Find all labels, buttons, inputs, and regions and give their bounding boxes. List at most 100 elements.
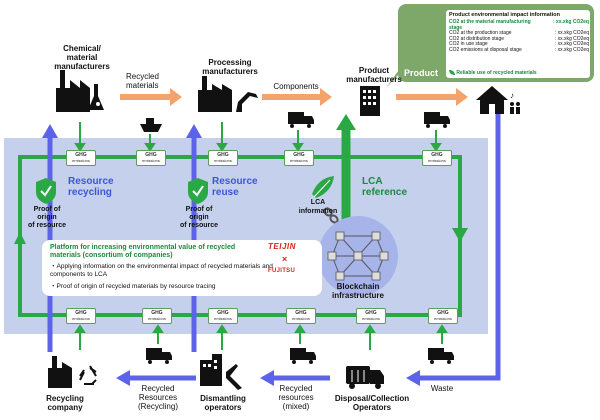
blockchain-icon [318,216,398,296]
ghg-title: GHG [217,152,229,158]
building-icon [360,86,380,116]
resource-reuse-label: Resource reuse [212,176,258,198]
ghg-subtitle: emissions [214,158,232,163]
platform-box [42,240,322,296]
product-info-row-value: : xx.xkg CO2eq [554,41,589,48]
fujitsu-logo: FUJITSU [268,268,296,274]
product-info-rows: CO2 at the material manufacturing stage:… [449,19,589,54]
recycle-icon [79,365,97,385]
truck-icon-bottom-3 [428,348,454,364]
dismantling-icon [200,354,242,390]
recycled-resources-recycling-label: Recycled Resources (Recycling) [137,384,178,411]
shield-icon-1 [36,178,56,204]
lca-reference-label: LCA reference [362,176,408,198]
truck-icon-bottom-1 [146,348,172,364]
orange-arrow-1 [120,88,182,106]
proof-of-origin-label-1: Proof of origin of resource [27,206,67,229]
product-info-row-value: : xx.xkg CO2eq [554,30,589,37]
garbage-truck-icon [346,366,384,389]
ghg-subtitle: emissions [142,158,160,163]
product-info-row-value: : xx.xkg CO2eq [552,19,589,25]
ghg-subtitle: emissions [72,316,90,321]
product-info-row-value: : xx.xkg CO2eq [554,46,589,53]
waste-label: Waste [430,384,454,393]
product-info-row-label: CO2 at the production stage [449,30,512,37]
product-box-pointer [386,60,412,88]
ghg-subtitle: emissions [434,316,452,321]
chemical-manufacturers-label: Chemical/ material manufacturers [54,44,110,71]
times-symbol: × [282,254,288,264]
chain-icon [323,207,339,224]
recycled-materials-label: Recycled materials [126,72,159,90]
svg-text:♪: ♪ [510,91,514,100]
ghg-title: GHG [75,310,87,316]
ghg-title: GHG [431,152,443,158]
ghg-subtitle: emissions [72,158,90,163]
reliable-use-label: Reliable use of recycled materials [449,70,537,76]
blue-return-right [420,110,501,381]
platform-bullet-1: ・Applying information on the environment… [50,263,273,278]
product-detail-card [446,10,590,78]
platform-background-panel [4,138,488,334]
recycling-factory-icon [48,356,72,388]
lca-information-label: LCA information [298,199,338,215]
truck-icon-bottom-2 [290,348,316,364]
leaf-icon [312,176,334,198]
platform-title: Platform for increasing environmental va… [50,244,236,259]
product-info-row-value: : xx.xkg CO2eq [554,35,589,42]
ghg-title: GHG [75,152,87,158]
product-manufacturers-label: Product manufacturers [346,66,402,84]
ghg-subtitle: emissions [292,316,310,321]
shield-icon-2 [188,178,208,204]
orange-arrow-3 [396,88,468,106]
recycling-company-label: Recycling company [46,394,84,412]
ghg-subtitle: emissions [362,316,380,321]
reliable-leaf-icon [449,70,455,76]
ghg-title: GHG [217,310,229,316]
ghg-subtitle: emissions [428,158,446,163]
green-loop-arrow-right [452,228,468,242]
product-info-row: CO2 at the material manufacturing stage:… [449,19,589,31]
proof-of-origin-label-2: Proof of origin of resource [179,206,219,229]
components-label: Components [273,82,319,91]
product-info-row-label: CO2 at the material manufacturing stage [449,19,531,31]
ghg-title: GHG [295,310,307,316]
dismantling-operators-label: Dismantling operators [200,394,246,412]
processing-factory-icon [198,76,258,112]
product-info-row: CO2 in use stage : xx.xkg CO2eq [449,42,589,48]
ghg-title: GHG [293,152,305,158]
green-loop-arrow-left [14,232,26,244]
product-info-row: CO2 at distribution stage : xx.xkg CO2eq [449,35,589,43]
house-icon: ♪ [476,86,520,114]
chemical-factory-icon [56,70,104,112]
resource-recycling-label: Resource recycling [68,176,114,198]
product-info-row: CO2 at the production stage : xx.xkg CO2e… [449,31,589,37]
blockchain-label: Blockchain infrastructure [331,282,384,300]
ghg-title: GHG [437,310,449,316]
ghg-title: GHG [365,310,377,316]
reliable-use-text: Reliable use of recycled materials [456,70,537,76]
product-info-row-label: CO2 emissions at disposal stage [449,46,522,53]
product-info-row-label: CO2 in use stage [449,41,488,48]
product-label: Product [404,68,439,78]
ship-icon [140,118,162,132]
ghg-subtitle: emissions [290,158,308,163]
teijin-logo: TEIJIN [268,242,296,251]
product-info-row-label: CO2 at distribution stage [449,35,505,42]
ghg-subtitle: emissions [214,316,232,321]
product-info-title: Product environmental impact information [449,12,560,18]
recycled-resources-mixed-label: Recycled resources (mixed) [278,384,314,411]
ghg-title: GHG [145,152,157,158]
ghg-title: GHG [151,310,163,316]
